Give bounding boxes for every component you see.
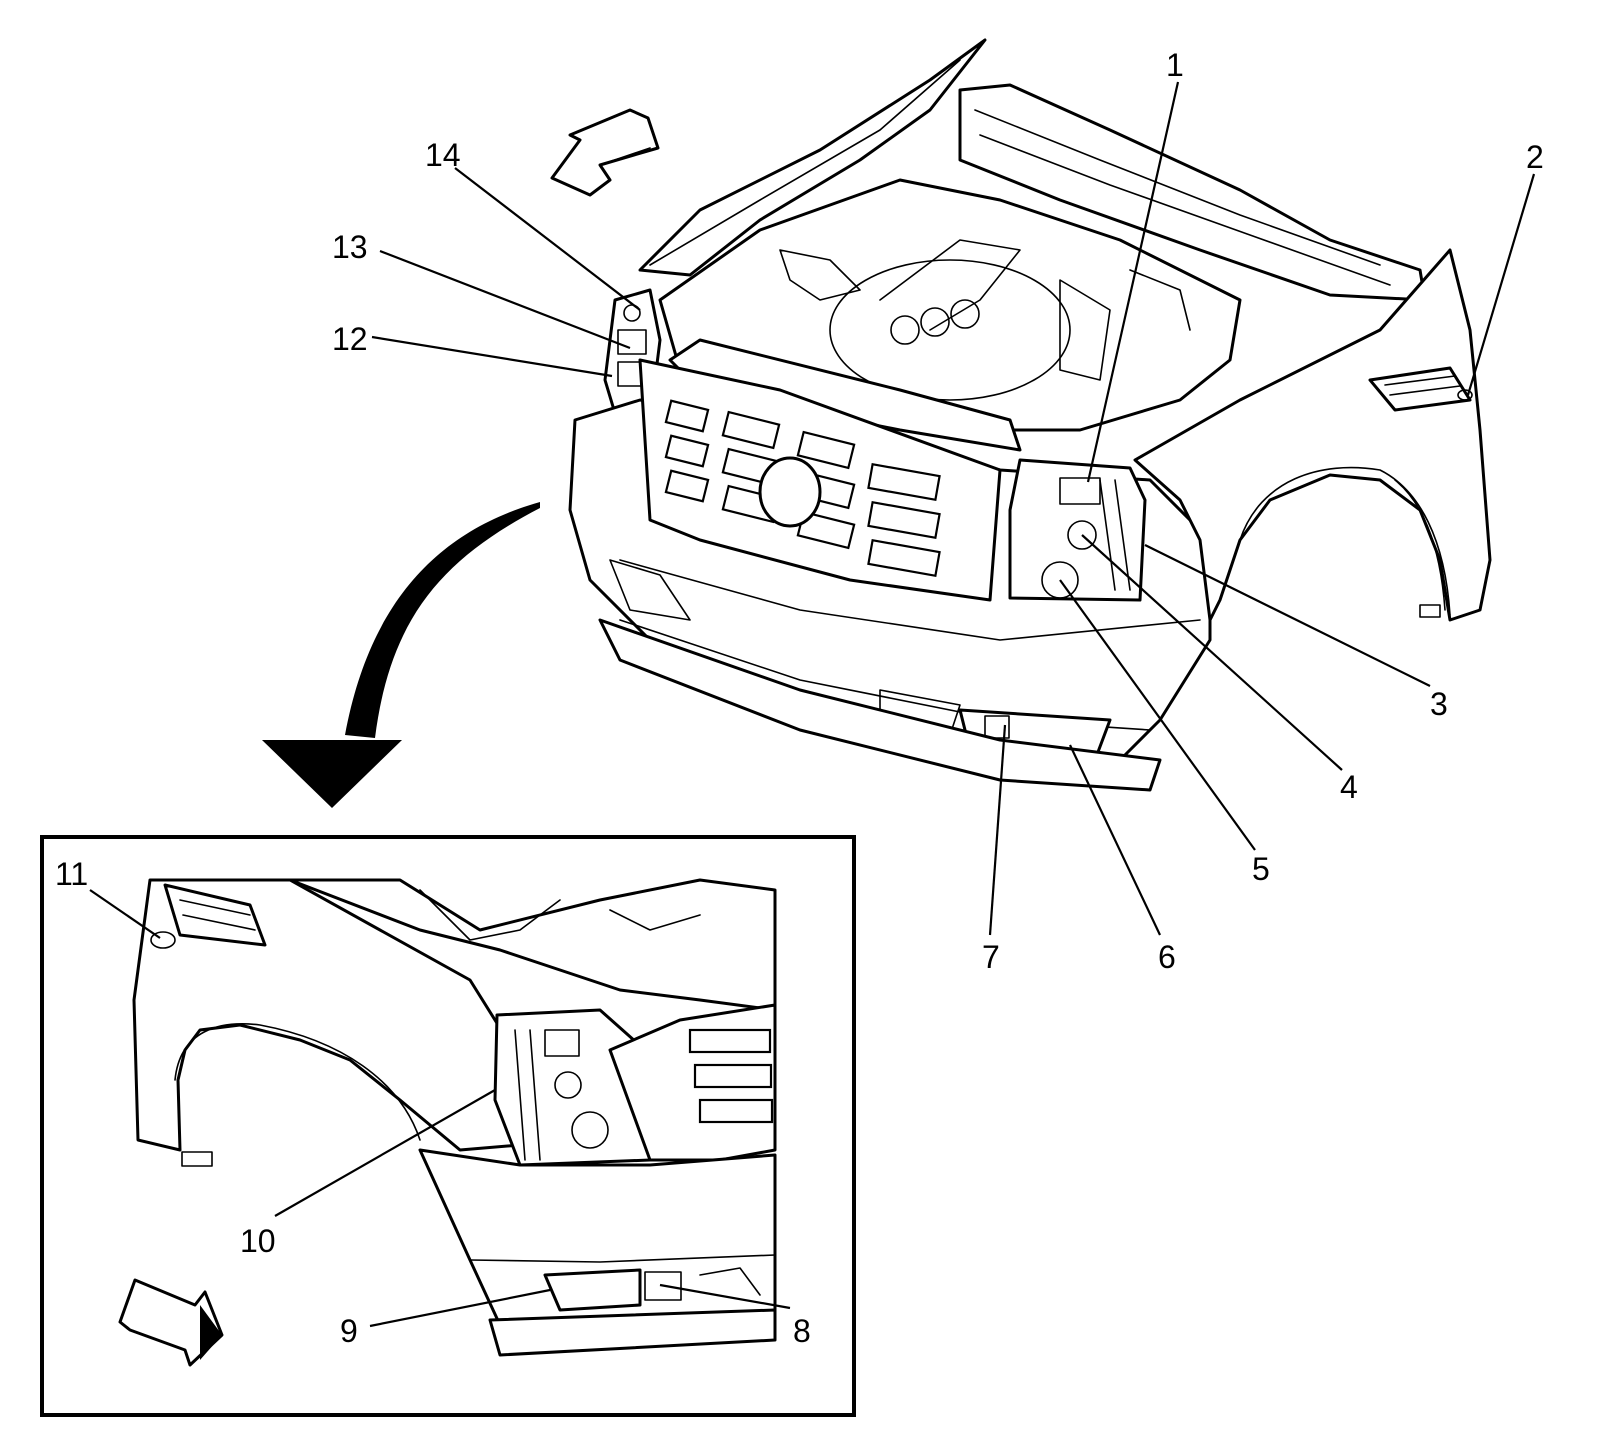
lower-valance [598,618,1162,792]
fender-vent [1368,366,1473,412]
callout-6: 6 [1158,939,1176,975]
callout-1: 1 [1166,47,1184,83]
callout-3: 3 [1430,686,1448,722]
open-hood [638,38,987,277]
grille-emblem [758,456,822,528]
detail-inset [40,835,856,1417]
callout-5: 5 [1252,851,1270,887]
callout-8: 8 [793,1313,811,1349]
fog-lamp-inset [543,1268,642,1312]
callout-13: 13 [332,229,368,265]
callout-11: 11 [55,856,88,892]
forward-arrow-icon [118,1278,224,1367]
callout-4: 4 [1340,769,1358,805]
callout-7: 7 [982,939,1000,975]
forward-arrow-icon [550,108,660,197]
curved-down-arrow-icon [262,502,540,808]
callout-2: 2 [1526,139,1544,175]
callout-10: 10 [240,1223,276,1259]
callout-12: 12 [332,321,368,357]
leader-lines [89,81,1536,1328]
callout-9: 9 [340,1313,358,1349]
fender-vent-inset [150,883,267,949]
callout-14: 14 [425,137,461,173]
callout-labels: 1 2 3 4 5 6 7 8 9 10 11 12 13 14 [55,47,1544,1349]
right-fender [1133,248,1492,622]
grille-openings [664,399,941,577]
vehicle-front-main-view [568,38,1492,792]
